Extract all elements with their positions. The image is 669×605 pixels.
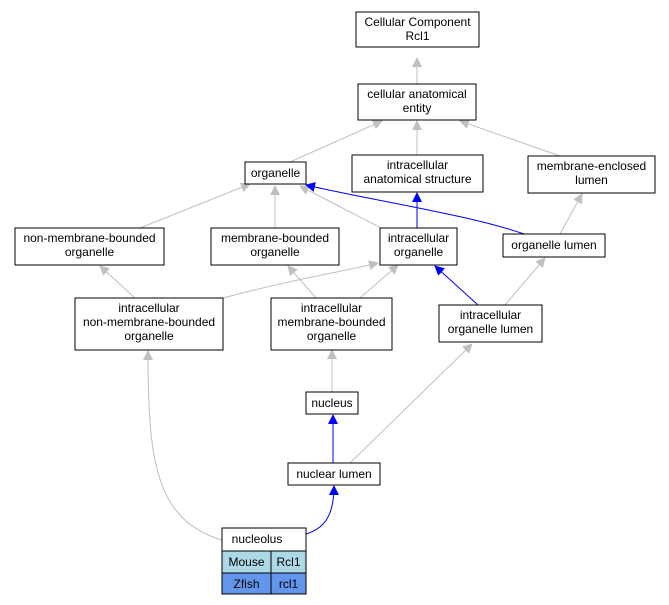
- node-nucleus[interactable]: nucleus: [305, 391, 359, 415]
- annotation-table: Mouse Rcl1 Zfish rcl1: [221, 550, 307, 595]
- svg-text:organelle lumen: organelle lumen: [448, 322, 533, 336]
- svg-text:non-membrane-bounded: non-membrane-bounded: [83, 315, 215, 329]
- node-cellular-component[interactable]: Cellular Component Rcl1: [355, 11, 480, 48]
- svg-text:intracellular: intracellular: [387, 158, 448, 172]
- node-non-membrane-bounded-organelle[interactable]: non-membrane-bounded organelle: [14, 227, 165, 266]
- annotation-row-mouse[interactable]: Mouse Rcl1: [221, 550, 307, 574]
- svg-text:cellular anatomical: cellular anatomical: [367, 87, 466, 101]
- edge-organelle-lumen-to-membrane-enclosed-lumen: [559, 193, 583, 235]
- svg-text:membrane-enclosed: membrane-enclosed: [537, 159, 646, 173]
- svg-text:lumen: lumen: [575, 173, 608, 187]
- svg-text:organelle: organelle: [124, 329, 174, 343]
- edge-intracellular-organelle-lumen-part-of-intracellular-organelle: [434, 265, 479, 306]
- node-membrane-enclosed-lumen[interactable]: membrane-enclosed lumen: [527, 155, 656, 194]
- edge-intracellular-membrane-bounded-organelle-to-intracellular-organelle: [359, 264, 399, 299]
- svg-text:organelle lumen: organelle lumen: [511, 238, 596, 252]
- node-nucleolus[interactable]: nucleolus: [221, 527, 307, 552]
- svg-text:intracellular: intracellular: [301, 301, 362, 315]
- edge-intracellular-non-membrane-bounded-organelle-to-intracellular-organelle: [222, 260, 379, 299]
- edge-intracellular-membrane-bounded-organelle-to-membrane-bounded-organelle: [287, 265, 317, 299]
- edge-intracellular-organelle-lumen-to-organelle-lumen: [504, 257, 546, 306]
- svg-text:organelle: organelle: [251, 166, 301, 180]
- annotation-row-zfish[interactable]: Zfish rcl1: [221, 572, 307, 595]
- svg-text:intracellular: intracellular: [388, 231, 449, 245]
- svg-text:Rcl1: Rcl1: [405, 29, 429, 43]
- svg-text:non-membrane-bounded: non-membrane-bounded: [23, 231, 155, 245]
- svg-text:nuclear lumen: nuclear lumen: [296, 467, 371, 481]
- node-organelle[interactable]: organelle: [244, 161, 307, 185]
- node-organelle-lumen[interactable]: organelle lumen: [502, 233, 606, 258]
- edge-membrane-enclosed-lumen-to-cellular-anatomical-entity: [459, 119, 561, 157]
- node-intracellular-organelle-lumen[interactable]: intracellular organelle lumen: [438, 304, 543, 343]
- node-cellular-anatomical-entity[interactable]: cellular anatomical entity: [357, 83, 477, 121]
- svg-text:Cellular Component: Cellular Component: [364, 15, 471, 29]
- node-nuclear-lumen[interactable]: nuclear lumen: [287, 462, 381, 486]
- svg-text:entity: entity: [403, 101, 432, 115]
- svg-text:membrane-bounded: membrane-bounded: [277, 315, 385, 329]
- svg-text:organelle: organelle: [394, 245, 444, 259]
- node-intracellular-organelle[interactable]: intracellular organelle: [379, 227, 458, 266]
- edge-intracellular-organelle-to-organelle: [299, 185, 384, 230]
- svg-text:nucleolus: nucleolus: [232, 532, 283, 546]
- edge-nuclear-lumen-to-intracellular-organelle-lumen: [349, 343, 473, 464]
- gene-label-mouse: Rcl1: [276, 555, 300, 569]
- svg-text:intracellular: intracellular: [460, 308, 521, 322]
- species-label-mouse: Mouse: [228, 555, 264, 569]
- edge-non-membrane-bounded-organelle-to-organelle: [139, 182, 251, 229]
- svg-text:organelle: organelle: [307, 329, 357, 343]
- svg-text:nucleus: nucleus: [311, 396, 352, 410]
- node-intracellular-membrane-bounded-organelle[interactable]: intracellular membrane-bounded organelle: [270, 297, 393, 351]
- svg-text:anatomical structure: anatomical structure: [363, 172, 471, 186]
- edge-intracellular-non-membrane-bounded-organelle-to-non-membrane-bounded-organelle: [99, 265, 136, 299]
- node-intracellular-non-membrane-bounded-organelle[interactable]: intracellular non-membrane-bounded organ…: [74, 297, 224, 351]
- edge-organelle-lumen-part-of-organelle: [305, 182, 525, 235]
- svg-text:organelle: organelle: [250, 245, 300, 259]
- node-intracellular-anatomical-structure[interactable]: intracellular anatomical structure: [351, 154, 484, 193]
- gene-cell-zfish: [270, 572, 307, 595]
- species-label-zfish: Zfish: [233, 577, 259, 591]
- svg-text:intracellular: intracellular: [118, 301, 179, 315]
- gene-label-zfish: rcl1: [279, 577, 299, 591]
- svg-text:organelle: organelle: [65, 245, 115, 259]
- svg-text:membrane-bounded: membrane-bounded: [221, 231, 329, 245]
- edge-organelle-to-cellular-anatomical-entity: [289, 120, 383, 163]
- edge-nucleolus-to-intracellular-non-membrane-bounded-organelle: [143, 350, 223, 541]
- node-membrane-bounded-organelle[interactable]: membrane-bounded organelle: [210, 227, 340, 266]
